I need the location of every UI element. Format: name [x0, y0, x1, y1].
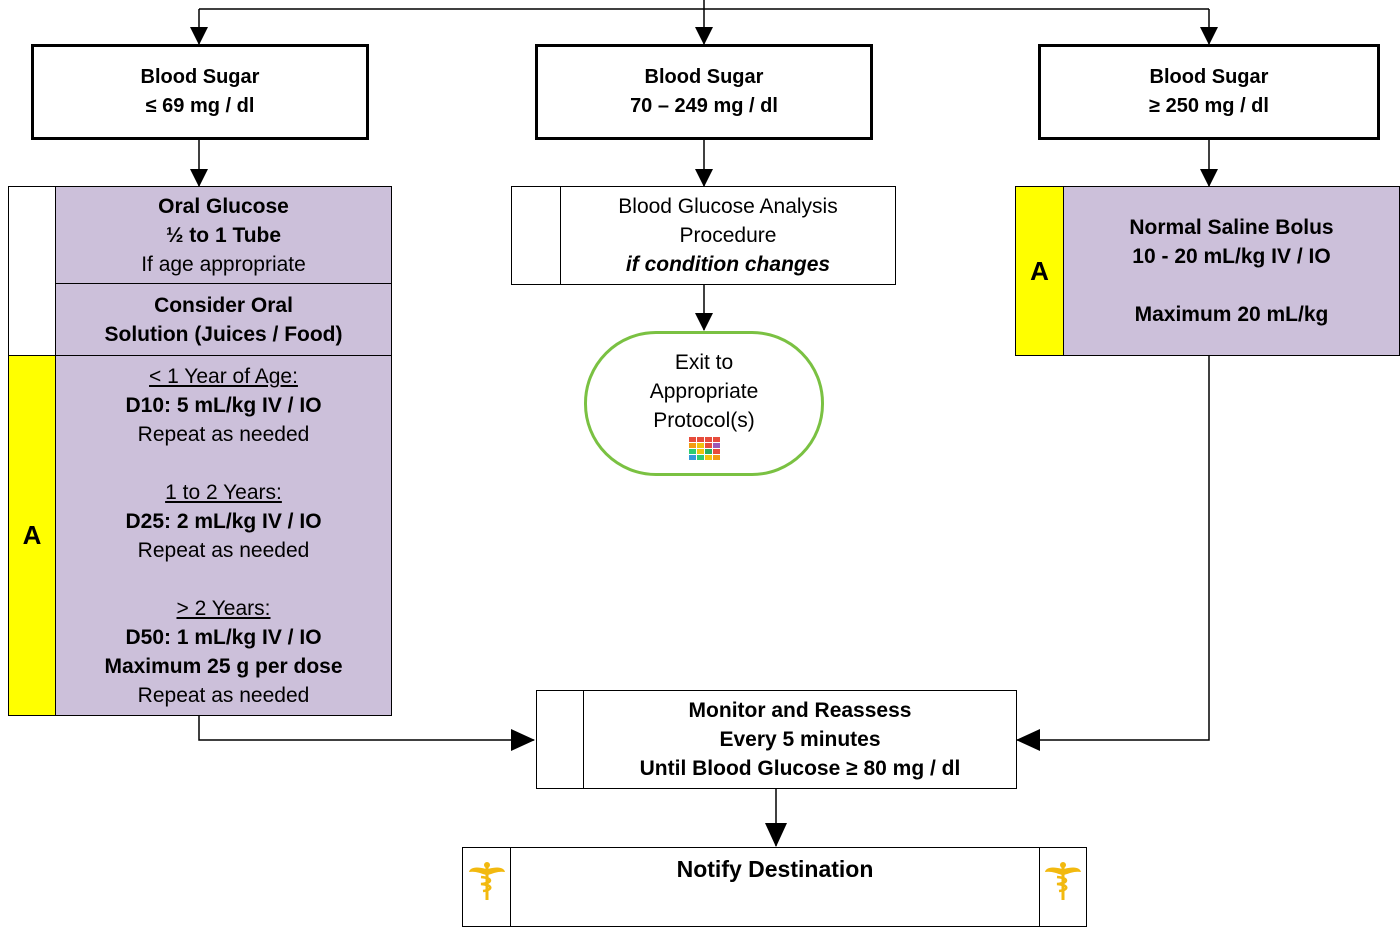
repeat-1: Repeat as needed	[137, 422, 310, 446]
dose-d50: D50: 1 mL/kg IV / IO	[125, 625, 322, 649]
monitor-line1: Monitor and Reassess	[688, 699, 912, 722]
dose-d50-max: Maximum 25 g per dose	[104, 654, 343, 678]
monitor-line2: Every 5 minutes	[719, 728, 881, 751]
left-header-line2: ≤ 69 mg / dl	[145, 95, 255, 117]
consider-oral-line1: Consider Oral	[154, 293, 293, 317]
exit-line2: Appropriate	[649, 379, 759, 403]
exit-line3: Protocol(s)	[653, 408, 755, 432]
age-group-1: < 1 Year of Age:	[149, 364, 298, 388]
repeat-2: Repeat as needed	[137, 538, 310, 562]
saline-bolus-box: Normal Saline Bolus 10 - 20 mL/kg IV / I…	[1063, 186, 1400, 356]
consider-oral-line2: Solution (Juices / Food)	[104, 322, 343, 346]
dose-d25: D25: 2 mL/kg IV / IO	[125, 509, 322, 533]
repeat-3: Repeat as needed	[137, 683, 310, 707]
oral-glucose-box: Oral Glucose ½ to 1 Tube If age appropri…	[55, 186, 392, 284]
glucose-analysis-box: Blood Glucose Analysis Procedure if cond…	[560, 186, 896, 285]
right-header-line1: Blood Sugar	[1149, 66, 1269, 88]
analysis-side-blank	[511, 186, 561, 285]
left-advanced-badge: A	[8, 355, 56, 716]
middle-header-line2: 70 – 249 mg / dl	[630, 95, 778, 117]
notify-box: Notify Destination	[510, 847, 1040, 927]
analysis-line2: Procedure	[679, 224, 777, 247]
analysis-line1: Blood Glucose Analysis	[618, 195, 838, 218]
bolus-line1: Normal Saline Bolus	[1129, 216, 1334, 239]
left-header-line1: Blood Sugar	[140, 66, 260, 88]
middle-header-line1: Blood Sugar	[644, 66, 764, 88]
age-group-2: 1 to 2 Years:	[165, 480, 282, 504]
age-group-3: > 2 Years:	[176, 596, 271, 620]
monitor-line3: Until Blood Glucose ≥ 80 mg / dl	[639, 757, 961, 780]
notify-label: Notify Destination	[676, 856, 874, 882]
caduceus-icon	[469, 862, 505, 900]
right-badge-label: A	[1030, 255, 1049, 286]
middle-header-box: Blood Sugar 70 – 249 mg / dl	[535, 44, 873, 140]
right-header-box: Blood Sugar ≥ 250 mg / dl	[1038, 44, 1380, 140]
protocol-grid-icon	[688, 436, 720, 460]
monitor-side-blank	[536, 690, 584, 789]
oral-glucose-title: Oral Glucose	[158, 194, 289, 218]
bolus-line2: 10 - 20 mL/kg IV / IO	[1132, 245, 1331, 268]
arrow-left-to-monitor	[198, 716, 535, 751]
left-side-blank	[8, 186, 56, 356]
caduceus-icon	[1045, 862, 1081, 900]
consider-oral-box: Consider Oral Solution (Juices / Food)	[55, 283, 392, 356]
exit-line1: Exit to	[674, 350, 734, 374]
oral-glucose-note: If age appropriate	[141, 252, 306, 276]
bolus-line3: Maximum 20 mL/kg	[1134, 303, 1329, 326]
dextrose-dosing-box: < 1 Year of Age: D10: 5 mL/kg IV / IO Re…	[55, 355, 392, 716]
exit-protocol-link[interactable]: Exit to Appropriate Protocol(s)	[584, 331, 824, 476]
left-header-box: Blood Sugar ≤ 69 mg / dl	[31, 44, 369, 140]
left-badge-label: A	[22, 520, 42, 550]
monitor-reassess-box: Monitor and Reassess Every 5 minutes Unt…	[583, 690, 1017, 789]
dose-d10: D10: 5 mL/kg IV / IO	[125, 393, 322, 417]
right-header-line2: ≥ 250 mg / dl	[1149, 95, 1269, 117]
analysis-line3: if condition changes	[625, 253, 831, 276]
oral-glucose-dose: ½ to 1 Tube	[165, 223, 282, 247]
right-advanced-badge: A	[1015, 186, 1064, 356]
arrow-right-to-monitor	[1016, 356, 1210, 751]
